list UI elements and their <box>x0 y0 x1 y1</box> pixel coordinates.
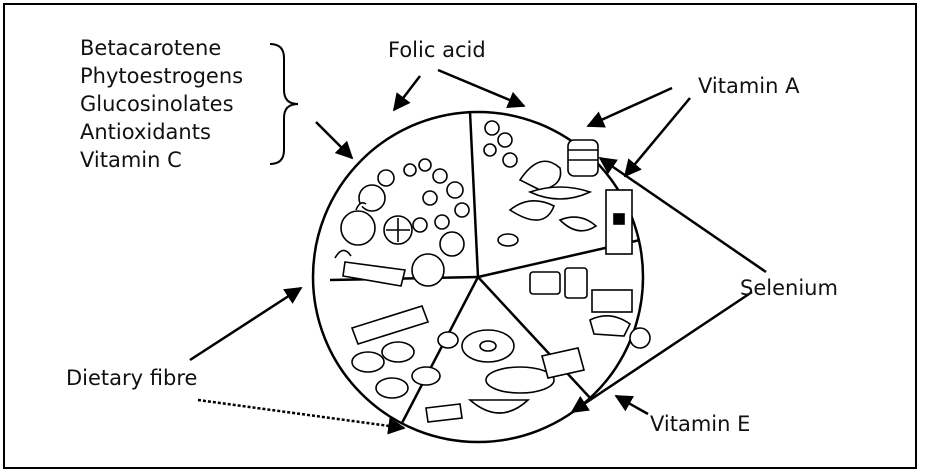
nutrient-antioxidants: Antioxidants <box>80 118 243 146</box>
arrow-dietary-fibre-upper <box>190 288 301 360</box>
label-selenium: Selenium <box>740 274 838 302</box>
arrow-vitamin-a-top <box>588 88 672 126</box>
label-folic-acid: Folic acid <box>388 36 486 64</box>
arrow-folic-acid-right <box>438 70 524 106</box>
nutrient-vitamin-c: Vitamin C <box>80 146 243 174</box>
arrow-folic-acid-left <box>394 76 420 110</box>
label-vitamin-e: Vitamin E <box>650 410 750 438</box>
arrow-vitamin-a-lower <box>625 98 690 176</box>
nutrient-betacarotene: Betacarotene <box>80 34 243 62</box>
grouping-brace <box>270 44 298 164</box>
label-vitamin-a: Vitamin A <box>698 72 799 100</box>
nutrient-group-list: Betacarotene Phytoestrogens Glucosinolat… <box>80 34 243 174</box>
label-dietary-fibre: Dietary fibre <box>66 364 197 392</box>
nutrient-glucosinolates: Glucosinolates <box>80 90 243 118</box>
arrow-vitamin-e <box>616 396 648 414</box>
nutrient-phytoestrogens: Phytoestrogens <box>80 62 243 90</box>
arrow-group-to-fruit <box>316 122 352 158</box>
